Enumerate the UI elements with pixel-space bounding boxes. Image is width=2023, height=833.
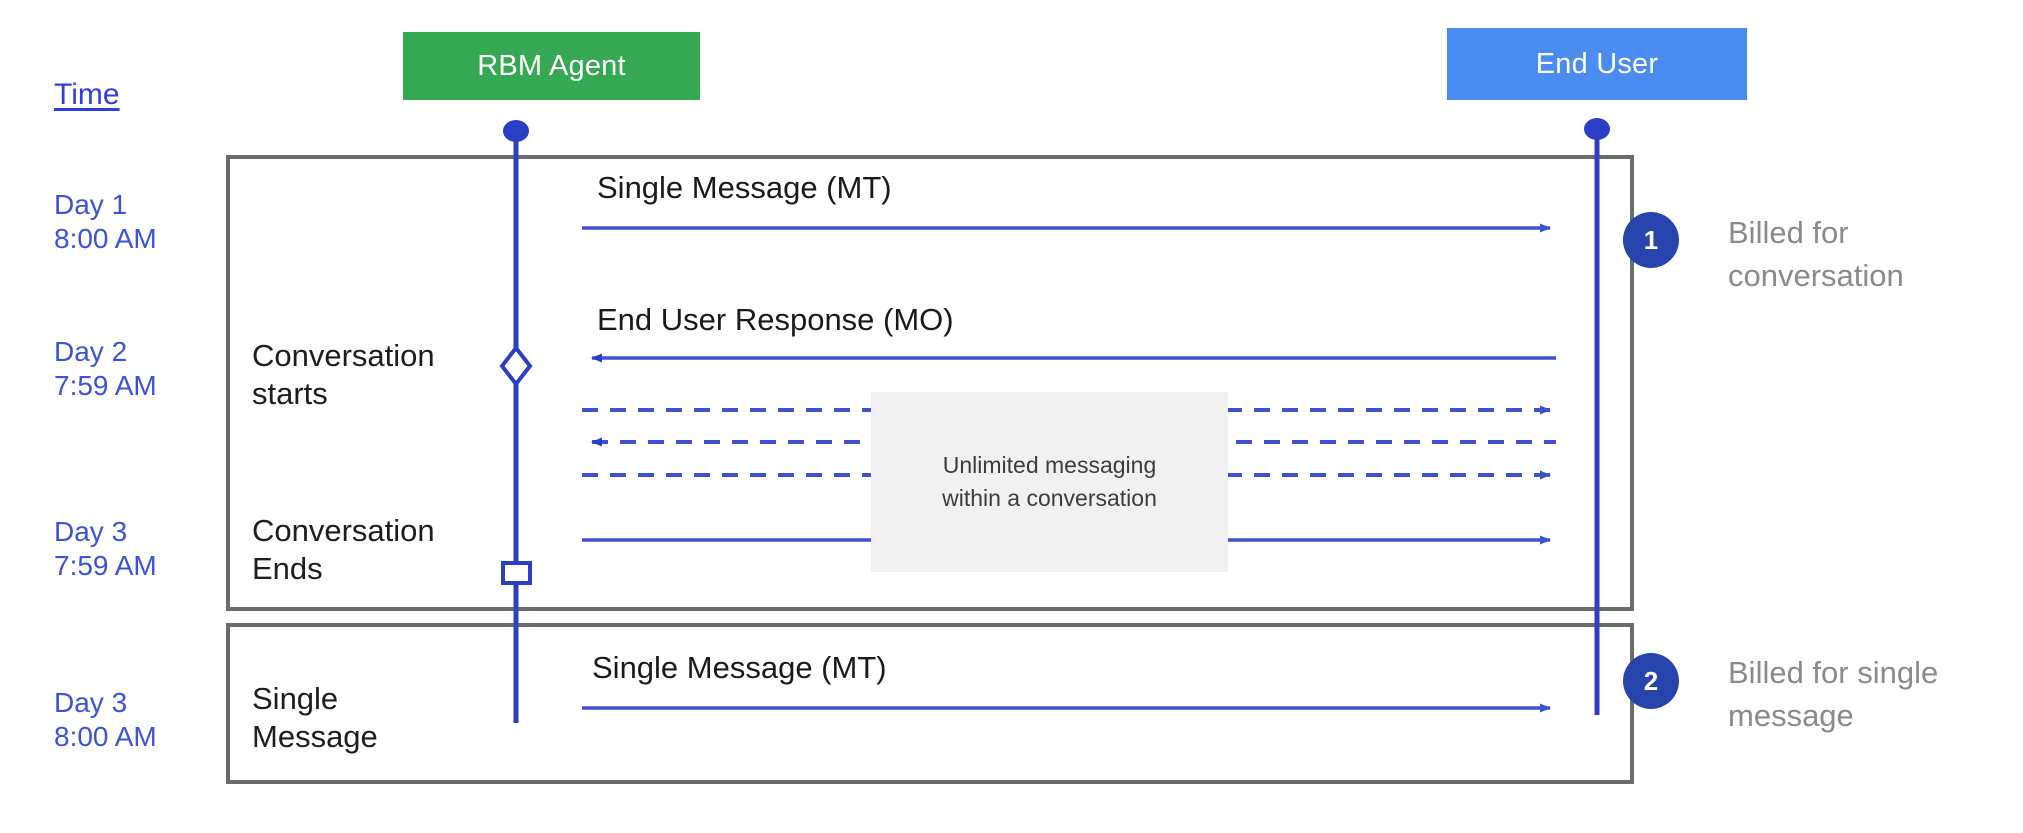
actor-end-user-label: End User bbox=[1535, 47, 1659, 80]
conversation-end-marker bbox=[501, 561, 532, 585]
time-entry-day1-800am: Day 1 8:00 AM bbox=[54, 189, 157, 255]
actor-rbm-agent[interactable]: RBM Agent bbox=[403, 32, 700, 100]
annotation-billed-for-single-message: Billed for single message bbox=[1728, 655, 1939, 733]
unlimited-messaging-note-text: Unlimited messaging within a conversatio… bbox=[942, 452, 1157, 511]
message-label-single-message-mt-1: Single Message (MT) bbox=[597, 170, 892, 205]
rbm-agent-lifeline-dot bbox=[503, 120, 529, 142]
time-entry-day2-759am: Day 2 7:59 AM bbox=[54, 336, 157, 402]
stage-label-conversation-starts: Conversation starts bbox=[252, 338, 435, 412]
end-user-lifeline-dot bbox=[1584, 118, 1610, 140]
actor-end-user[interactable]: End User bbox=[1447, 28, 1747, 100]
badge-2: 2 bbox=[1623, 653, 1679, 709]
stage-label-single-message: Single Message bbox=[252, 681, 378, 755]
badge-2-label: 2 bbox=[1643, 665, 1659, 696]
message-label-single-message-mt-2: Single Message (MT) bbox=[592, 650, 887, 685]
badge-1: 1 bbox=[1623, 212, 1679, 268]
conversation-frame bbox=[226, 155, 1634, 611]
message-label-end-user-response-mo: End User Response (MO) bbox=[597, 302, 954, 337]
time-axis-header: Time bbox=[54, 78, 120, 111]
actor-rbm-agent-label: RBM Agent bbox=[477, 49, 626, 82]
time-entry-day3-800am: Day 3 8:00 AM bbox=[54, 687, 157, 753]
unlimited-messaging-note: Unlimited messaging within a conversatio… bbox=[871, 392, 1228, 572]
badge-1-label: 1 bbox=[1643, 224, 1659, 255]
stage-label-conversation-ends: Conversation Ends bbox=[252, 513, 435, 587]
single-message-frame bbox=[226, 623, 1634, 784]
annotation-billed-for-conversation: Billed for conversation bbox=[1728, 215, 1904, 293]
time-entry-day3-759am: Day 3 7:59 AM bbox=[54, 516, 157, 582]
conversation-start-marker bbox=[499, 344, 533, 388]
